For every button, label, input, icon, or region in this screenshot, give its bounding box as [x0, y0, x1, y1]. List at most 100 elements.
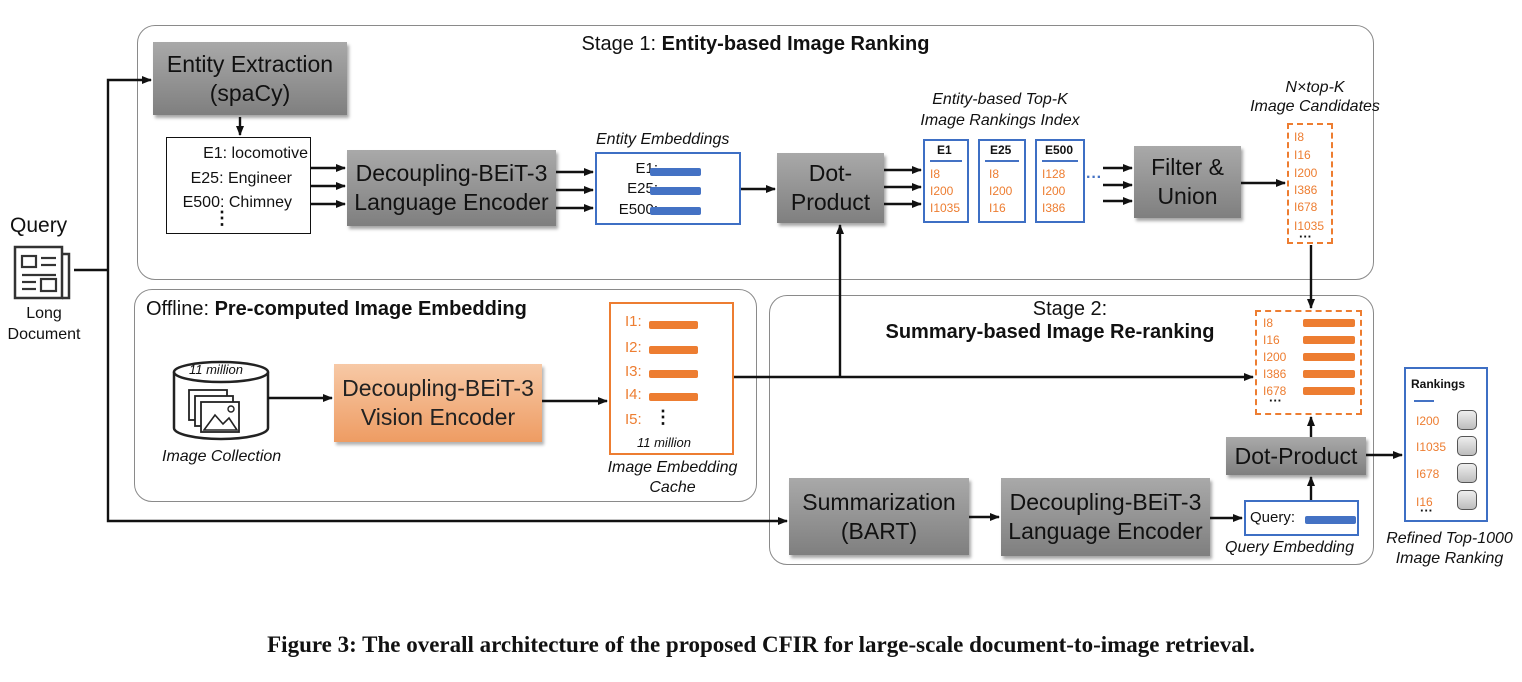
offline-prefix: Offline: — [146, 298, 215, 320]
stage1-title: Stage 1: Entity-based Image Ranking — [137, 33, 1374, 56]
cache-caption1: Image Embedding — [607, 459, 738, 476]
candidate-item: I1035 — [1294, 219, 1325, 233]
rank-index-caption2: Image Rankings Index — [920, 112, 1080, 129]
candidate-item: I200 — [1294, 166, 1318, 180]
cache-label: I1: — [625, 313, 642, 330]
offline-panel — [134, 289, 757, 502]
rankings-title: Rankings — [1411, 377, 1466, 391]
candidates-ellipsis: ··· — [1299, 229, 1312, 244]
rerank-ellipsis: ··· — [1269, 393, 1282, 408]
language-encoder-2-line2: Language Encoder — [1008, 518, 1203, 544]
ranking-image-icon — [1457, 436, 1477, 456]
rerank-item: I16 — [1263, 333, 1280, 347]
rank-column-head: E1 — [937, 143, 952, 157]
rank-column-e25: E25 I8 I200 I16 — [978, 139, 1026, 223]
rerank-item: I200 — [1263, 350, 1287, 364]
entity-e500: E500: Chimney — [182, 194, 292, 211]
language-encoder-2-box: Decoupling-BEiT-3 Language Encoder — [1001, 478, 1210, 556]
cache-caption2: Cache — [649, 479, 696, 496]
long-document-label: Long Document — [7, 305, 81, 343]
rank-item: I16 — [989, 201, 1006, 215]
entity-extraction-line2: (spaCy) — [209, 79, 291, 106]
rank-index-caption1: Entity-based Top-K — [932, 91, 1068, 108]
filter-union-line1: Filter & — [1151, 154, 1224, 180]
rankings-rule — [1414, 400, 1434, 402]
cache-label: I4: — [625, 386, 642, 403]
rank-index-ellipsis: ··· — [1086, 169, 1102, 186]
candidate-item: I16 — [1294, 148, 1311, 162]
language-encoder-line2: Language Encoder — [354, 189, 549, 215]
entity-embeddings-box: E1: E25: E500: — [595, 152, 741, 225]
cache-bar — [649, 346, 698, 354]
rankings-box: Rankings I200 I1035 I678 I16 ··· — [1404, 367, 1488, 522]
rerank-bar — [1303, 370, 1355, 378]
candidates-box: I8 I16 I200 I386 I678 I1035 ··· — [1287, 123, 1333, 244]
rank-column-e500: E500 I128 I200 I386 — [1035, 139, 1085, 223]
embed-bar-e25 — [650, 187, 701, 195]
dot-product-line2: Product — [790, 189, 871, 215]
entity-e25: E25: Engineer — [190, 170, 292, 187]
ranking-image-icon — [1457, 490, 1477, 510]
candidates-caption2: Image Candidates — [1250, 98, 1380, 115]
collection-caption: Image Collection — [162, 448, 282, 465]
vision-encoder-line1: Decoupling-BEiT-3 — [342, 375, 534, 401]
rankings-caption1: Refined Top-1000 — [1386, 530, 1513, 547]
rerank-bar — [1303, 319, 1355, 327]
vision-encoder-line2: Vision Encoder — [360, 404, 516, 430]
rank-column-rule — [1042, 160, 1078, 162]
figure-caption: Figure 3: The overall architecture of th… — [267, 632, 1255, 657]
entity-list-box: E1: locomotive E25: Engineer E500: Chimn… — [166, 137, 311, 234]
query-embedding-label: Query: — [1250, 509, 1296, 526]
stage2-panel — [769, 295, 1374, 565]
entity-embeddings-caption: Entity Embeddings — [596, 131, 730, 148]
cache-bar — [649, 370, 698, 378]
rerank-bar — [1303, 353, 1355, 361]
stage1-title-bold: Entity-based Image Ranking — [661, 33, 930, 55]
query-label: Query — [10, 214, 68, 237]
rerank-item: I678 — [1263, 384, 1287, 398]
rank-item: I200 — [1042, 184, 1066, 198]
dot-product-box: Dot- Product — [777, 153, 884, 223]
embed-label-e500: E500: — [618, 201, 658, 218]
dot-product-line1: Dot- — [808, 160, 853, 186]
stage1-prefix: Stage 1: — [581, 33, 662, 55]
offline-title: Offline: Pre-computed Image Embedding — [146, 298, 527, 321]
filter-union-box: Filter & Union — [1134, 146, 1241, 218]
rankings-ellipsis: ··· — [1420, 503, 1433, 518]
rerank-bar — [1303, 336, 1355, 344]
database-icon — [171, 360, 271, 442]
offline-title-bold: Pre-computed Image Embedding — [214, 298, 527, 320]
rank-item: I200 — [930, 184, 954, 198]
summarization-line1: Summarization — [802, 488, 956, 515]
dot-product-2-box: Dot-Product — [1226, 437, 1366, 475]
rerank-candidates-box: I8 I16 I200 I386 I678 ··· — [1255, 310, 1362, 415]
entity-extraction-box: Entity Extraction (spaCy) — [153, 42, 347, 115]
filter-union-line2: Union — [1157, 183, 1218, 209]
ranking-image-icon — [1457, 410, 1477, 430]
embedding-cache-box: I1: I2: I3: I4: I5: ⋮ 11 million — [609, 302, 734, 455]
rank-item: I128 — [1042, 167, 1066, 181]
rank-column-rule — [985, 160, 1019, 162]
summarization-line2: (BART) — [840, 517, 918, 544]
rerank-item: I386 — [1263, 367, 1287, 381]
query-embedding-caption: Query Embedding — [1225, 539, 1354, 556]
stage2-title-line2: Summary-based Image Re-ranking — [885, 321, 1215, 343]
cache-label: I2: — [625, 339, 642, 356]
rankings-item: I1035 — [1416, 440, 1447, 454]
rankings-item: I200 — [1416, 414, 1440, 428]
candidate-item: I678 — [1294, 200, 1318, 214]
rank-item: I8 — [930, 167, 941, 181]
candidate-item: I8 — [1294, 130, 1305, 144]
language-encoder-box: Decoupling-BEiT-3 Language Encoder — [347, 150, 556, 226]
candidate-item: I386 — [1294, 183, 1318, 197]
rank-column-e1: E1 I8 I200 I1035 — [923, 139, 969, 223]
rank-column-rule — [930, 160, 962, 162]
rank-item: I386 — [1042, 201, 1066, 215]
ranking-image-icon — [1457, 463, 1477, 483]
cache-count: 11 million — [637, 435, 691, 450]
language-encoder-line1: Decoupling-BEiT-3 — [355, 160, 548, 186]
rank-item: I1035 — [930, 201, 961, 215]
vision-encoder-box: Decoupling-BEiT-3 Vision Encoder — [334, 364, 542, 442]
dot-product-2-label: Dot-Product — [1234, 442, 1358, 469]
